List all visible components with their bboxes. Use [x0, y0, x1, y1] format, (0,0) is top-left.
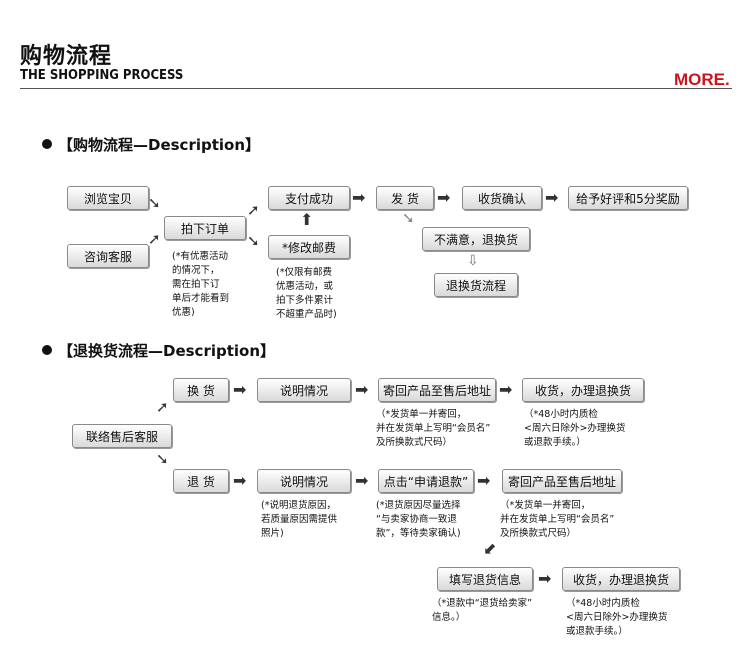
arrow-up-icon: ⬆: [300, 210, 314, 229]
note-48h-2: （*48小时内质检 <周六日除外>办理换货 或退款手续。）: [566, 598, 668, 637]
step-confirm: 收货确认: [462, 186, 542, 210]
step-review: 给予好评和5分奖励: [568, 186, 688, 210]
step-refund: 退 货: [173, 469, 229, 493]
step-send-back-2: 寄回产品至售后地址: [502, 469, 622, 493]
arrow-down-right-icon: ➘: [402, 209, 415, 227]
step-explain-1: 说明情况: [257, 378, 351, 402]
step-pay: 支付成功: [268, 186, 350, 210]
note-order: (*有优惠活动 的情况下， 需在拍下订 单后才能看到 优惠): [172, 251, 230, 318]
note-fill-info: （*退款中“退货给卖家” 信息。）: [432, 598, 533, 623]
arrow-right-icon: ➡: [437, 188, 451, 207]
arrow-up-right-icon: ➚: [156, 398, 169, 416]
step-browse: 浏览宝贝: [67, 186, 149, 210]
arrow-right-icon: ➡: [538, 569, 552, 588]
header-divider: [20, 88, 732, 89]
step-return-flow: 退换货流程: [434, 273, 518, 297]
note-postage: (*仅限有邮费 优惠活动，或 拍下多件累计 不超重产品时): [276, 267, 337, 320]
section-returns-heading: 【退换货流程—Description】: [42, 340, 275, 361]
step-contact: 联络售后客服: [72, 424, 172, 448]
arrow-up-right-icon: ➚: [247, 201, 260, 219]
arrow-right-icon: ➡: [233, 471, 247, 490]
note-apply-refund: (*退货原因尽量选择 “与卖家协商一致退 款”，等待卖家确认): [376, 500, 461, 539]
section-shopping-label: 【购物流程—Description】: [58, 136, 261, 154]
arrow-down-left-icon: ⬋: [483, 539, 497, 558]
step-explain-2: 说明情况: [257, 469, 351, 493]
arrow-right-icon: ➡: [499, 380, 513, 399]
arrow-right-icon: ➡: [355, 471, 369, 490]
step-receive-exchange-2: 收货，办理退换货: [562, 567, 680, 591]
arrow-down-right-icon: ➘: [148, 194, 161, 212]
step-fill-info: 填写退货信息: [437, 567, 533, 591]
arrow-right-icon: ➡: [355, 380, 369, 399]
page-title: 购物流程: [20, 44, 113, 69]
note-48h-1: （*48小时内质检 <周六日除外>办理换货 或退款手续。）: [524, 409, 626, 448]
arrow-up-right-icon: ➚: [148, 230, 161, 248]
section-shopping-heading: 【购物流程—Description】: [42, 134, 260, 155]
arrow-down-right-icon: ➘: [247, 232, 260, 250]
step-postage: *修改邮费: [268, 235, 350, 259]
section-returns-label: 【退换货流程—Description】: [58, 342, 276, 360]
arrow-right-icon: ➡: [545, 188, 559, 207]
step-receive-exchange-1: 收货，办理退换货: [522, 378, 644, 402]
step-send-back-1: 寄回产品至售后地址: [378, 378, 496, 402]
note-explain-2: (*说明退货原因， 若质量原因需提供 照片): [261, 500, 338, 539]
bullet-icon: [42, 139, 52, 149]
step-exchange: 换 货: [173, 378, 229, 402]
note-send-back-1: （*发货单一并寄回， 并在发货单上写明“会员名” 及所换款式尺码）: [376, 409, 491, 448]
arrow-down-right-icon: ➘: [156, 450, 169, 468]
page-subtitle: THE SHOPPING PROCESS: [20, 68, 184, 83]
arrow-right-icon: ➡: [233, 380, 247, 399]
step-unhappy: 不满意，退换货: [422, 227, 530, 251]
step-order: 拍下订单: [164, 216, 246, 240]
arrow-right-icon: ➡: [477, 471, 491, 490]
arrow-right-icon: ➡: [352, 188, 366, 207]
note-send-back-2: （*发货单一并寄回， 并在发货单上写明“会员名” 及所换款式尺码）: [500, 500, 615, 539]
more-link[interactable]: MORE.: [674, 70, 730, 89]
step-consult: 咨询客服: [67, 244, 149, 268]
step-ship: 发 货: [376, 186, 434, 210]
step-apply-refund: 点击“申请退款”: [378, 469, 474, 493]
arrow-down-icon: ⇩: [467, 253, 479, 269]
bullet-icon: [42, 345, 52, 355]
